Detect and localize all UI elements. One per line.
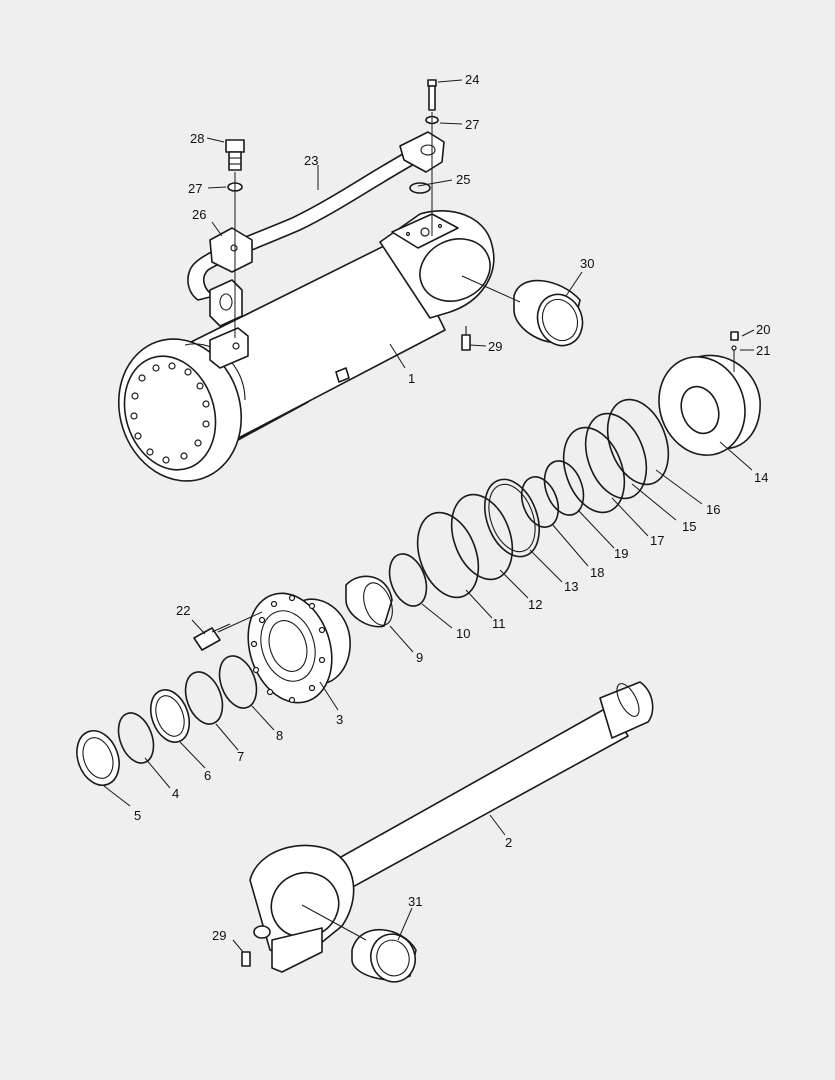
callout-13: 13 [564,579,578,594]
ring-18 [520,476,560,528]
callout-2: 2 [505,835,512,850]
hex-bolt-28 [225,139,245,171]
ring-8 [218,655,258,709]
split-flange-hole [230,244,238,252]
cylinder-tube [117,210,495,482]
callout-29-upper: 29 [488,339,502,354]
callout-4: 4 [172,786,179,801]
ring-16 [606,398,670,486]
callout-27-left: 27 [188,181,202,196]
bushing-30 [513,279,584,347]
ring-13 [484,478,540,558]
hydraulic-pipe [187,131,445,327]
seal-rings [76,354,761,786]
ring-10 [388,553,428,607]
callout-23: 23 [304,153,318,168]
callout-20: 20 [756,322,770,337]
o-ring-25 [409,182,431,194]
leader-lines [103,79,755,953]
ring-5 [76,730,120,786]
callout-25: 25 [456,172,470,187]
callout-27-right: 27 [465,117,479,132]
hex-bolt-24 [427,79,437,111]
callout-11: 11 [492,616,506,631]
callout-1: 1 [408,371,415,386]
callout-19: 19 [614,546,628,561]
callout-14: 14 [754,470,768,485]
callout-28: 28 [190,131,204,146]
callout-31: 31 [408,894,422,909]
ring-17 [562,426,626,514]
grease-nipple-lower [241,951,251,967]
callout-12: 12 [528,597,542,612]
set-screw-20 [730,331,739,341]
ring-7 [184,671,224,725]
ball-21 [731,345,737,351]
o-ring-11 [416,511,480,599]
callout-24: 24 [465,72,479,87]
callout-3: 3 [336,712,343,727]
callout-labels: 1 2 3 4 5 6 7 8 9 10 11 12 13 14 15 16 1… [134,72,770,943]
ring-19 [543,460,585,516]
bushing-31 [351,928,417,983]
callout-16: 16 [706,502,720,517]
piston-rod [249,681,654,973]
callout-7: 7 [237,749,244,764]
bushing-9 [345,575,393,628]
callout-21: 21 [756,343,770,358]
callout-29-lower: 29 [212,928,226,943]
callout-18: 18 [590,565,604,580]
callout-6: 6 [204,768,211,783]
callout-9: 9 [416,650,423,665]
callout-17: 17 [650,533,664,548]
callout-5: 5 [134,808,141,823]
o-ring-12 [450,493,514,581]
callout-8: 8 [276,728,283,743]
ring-6 [149,689,191,743]
callout-10: 10 [456,626,470,641]
callout-15: 15 [682,519,696,534]
callout-22: 22 [176,603,190,618]
socket-bolt-22 [193,611,263,651]
callout-30: 30 [580,256,594,271]
ring-4 [117,712,155,764]
grease-nipple-upper [461,326,471,351]
callout-26: 26 [192,207,206,222]
ring-15 [584,412,648,500]
split-flange [209,227,253,273]
rod-gland [247,592,351,704]
